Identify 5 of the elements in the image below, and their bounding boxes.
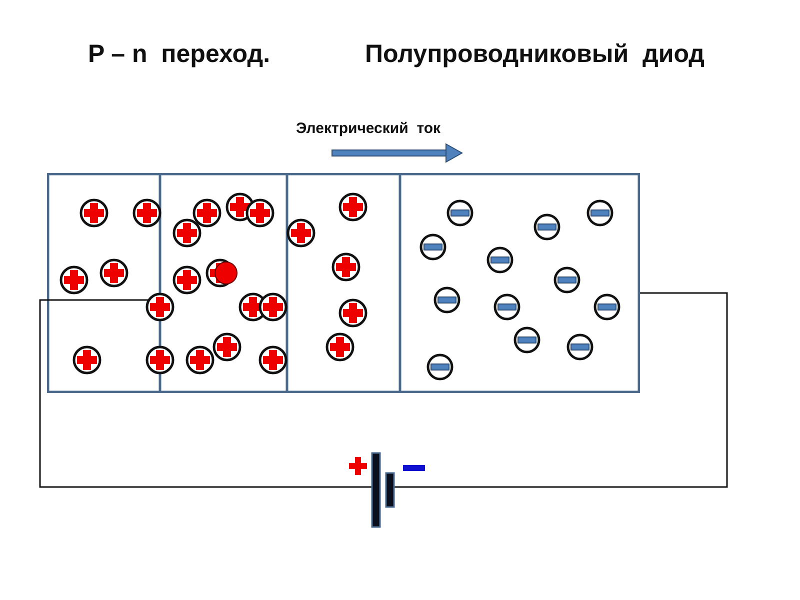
title: P – n переход. xyxy=(88,40,270,69)
arrow-label: Электрический ток xyxy=(296,120,441,137)
wire xyxy=(394,292,728,488)
wire xyxy=(39,299,372,488)
subtitle: Полупроводниковый диод xyxy=(365,40,705,69)
